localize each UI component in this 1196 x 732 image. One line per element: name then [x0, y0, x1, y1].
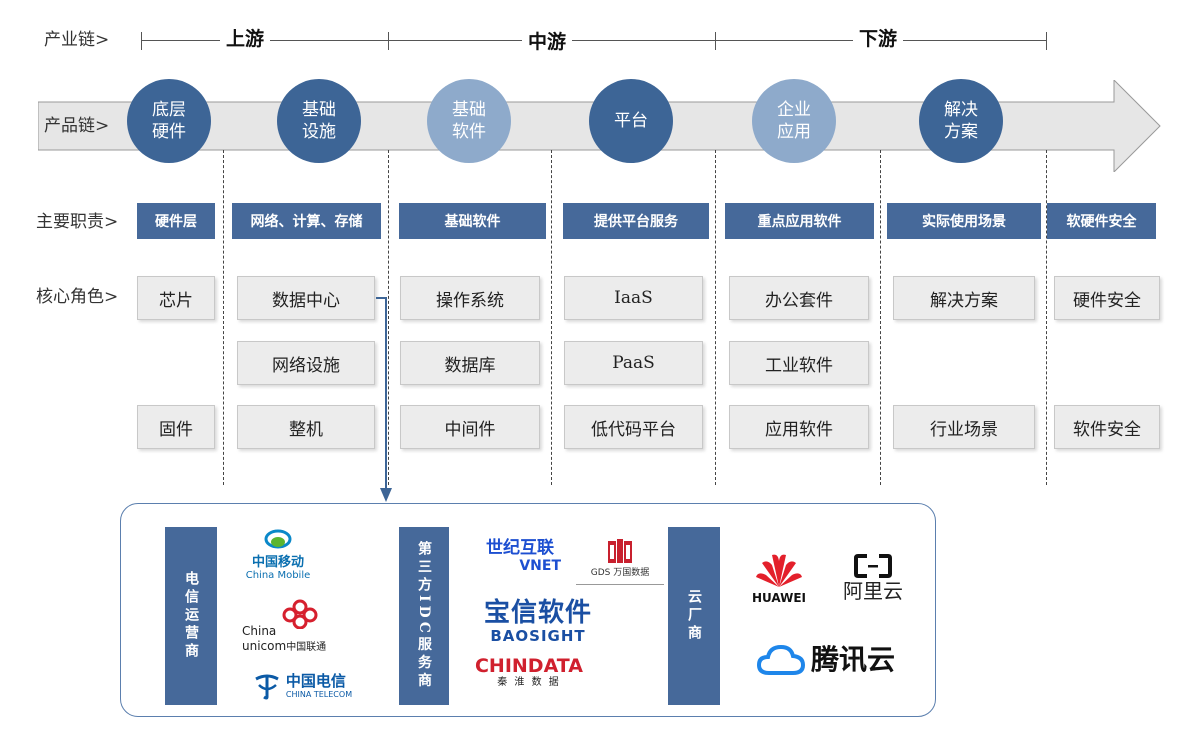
row-label-industry-chain: 产业链> — [44, 30, 110, 50]
circle-solutions: 解决方案 — [919, 79, 1003, 163]
data-center-connector-arrow — [376, 297, 392, 502]
role-office-suite: 办公套件 — [729, 276, 869, 320]
role-solutions: 解决方案 — [893, 276, 1035, 320]
circle-infrastructure: 基础设施 — [277, 79, 361, 163]
gds-icon — [608, 539, 632, 563]
separator-5 — [880, 150, 881, 485]
china-mobile-icon — [264, 529, 292, 548]
group-cloud-vendors: 云厂商 — [668, 527, 720, 705]
row-label-product-chain: 产品链> — [44, 116, 110, 136]
role-application-software: 应用软件 — [729, 405, 869, 449]
logo-china-unicom: China unicom中国联通 — [240, 597, 330, 653]
role-middleware: 中间件 — [400, 405, 540, 449]
circle-base-software: 基础软件 — [427, 79, 511, 163]
duty-security: 软硬件安全 — [1047, 203, 1156, 239]
group-third-party-idc: 第三方IDC服务商 — [399, 527, 449, 705]
duty-hardware-layer: 硬件层 — [137, 203, 215, 239]
row-label-core-role: 核心角色> — [36, 287, 119, 307]
duty-base-software: 基础软件 — [399, 203, 546, 239]
circle-platform: 平台 — [589, 79, 673, 163]
duty-network-compute-storage: 网络、计算、存储 — [232, 203, 381, 239]
separator-2 — [388, 150, 389, 485]
logo-china-telecom: 中国电信 CHINA TELECOM — [240, 666, 364, 706]
group-telecom-operators: 电信运营商 — [165, 527, 217, 705]
separator-4 — [715, 150, 716, 485]
china-telecom-icon — [255, 674, 279, 700]
tick-mid-down — [715, 32, 716, 50]
logo-aliyun: 阿里云 — [832, 544, 914, 612]
duty-key-apps: 重点应用软件 — [725, 203, 874, 239]
logo-gds: GDS 万国数据 — [576, 532, 664, 585]
role-operating-system: 操作系统 — [400, 276, 540, 320]
logo-vnet: 世纪互联 VNET — [473, 533, 567, 579]
duty-usage-scenarios: 实际使用场景 — [887, 203, 1041, 239]
industry-chain-line — [141, 40, 1047, 41]
logo-huawei: HUAWEI — [742, 544, 816, 612]
role-data-center: 数据中心 — [237, 276, 375, 320]
role-firmware: 固件 — [137, 405, 215, 449]
tencent-cloud-icon — [756, 644, 805, 675]
role-industrial-software: 工业软件 — [729, 341, 869, 385]
role-database: 数据库 — [400, 341, 540, 385]
logo-china-mobile: 中国移动 China Mobile — [238, 524, 318, 586]
segment-upstream: 上游 — [220, 28, 271, 50]
logo-baosight: 宝信软件 BAOSIGHT — [473, 597, 603, 647]
role-chip: 芯片 — [137, 276, 215, 320]
role-network-facility: 网络设施 — [237, 341, 375, 385]
logo-tencent-cloud: 腾讯云 — [744, 632, 908, 688]
logo-chindata: CHINDATA 秦 淮 数 据 — [474, 650, 584, 694]
segment-midstream: 中游 — [522, 31, 573, 53]
row-label-main-duty: 主要职责> — [36, 212, 119, 232]
separator-6 — [1046, 150, 1047, 485]
role-software-security: 软件安全 — [1054, 405, 1160, 449]
circle-enterprise-apps: 企业应用 — [752, 79, 836, 163]
aliyun-bracket-icon — [854, 554, 892, 578]
role-low-code-platform: 低代码平台 — [564, 405, 703, 449]
role-iaas: IaaS — [564, 276, 703, 320]
tick-start — [141, 32, 142, 50]
tick-up-mid — [388, 32, 389, 50]
segment-downstream: 下游 — [853, 28, 904, 50]
role-hardware-security: 硬件安全 — [1054, 276, 1160, 320]
tick-end — [1046, 32, 1047, 50]
circle-bottom-hardware: 底层硬件 — [127, 79, 211, 163]
huawei-petals-icon — [756, 554, 802, 587]
role-paas: PaaS — [564, 341, 703, 385]
duty-platform-services: 提供平台服务 — [563, 203, 709, 239]
separator-3 — [551, 150, 552, 485]
role-industry-scenarios: 行业场景 — [893, 405, 1035, 449]
china-unicom-knot-icon — [282, 599, 318, 629]
role-whole-machine: 整机 — [237, 405, 375, 449]
separator-1 — [223, 150, 224, 485]
